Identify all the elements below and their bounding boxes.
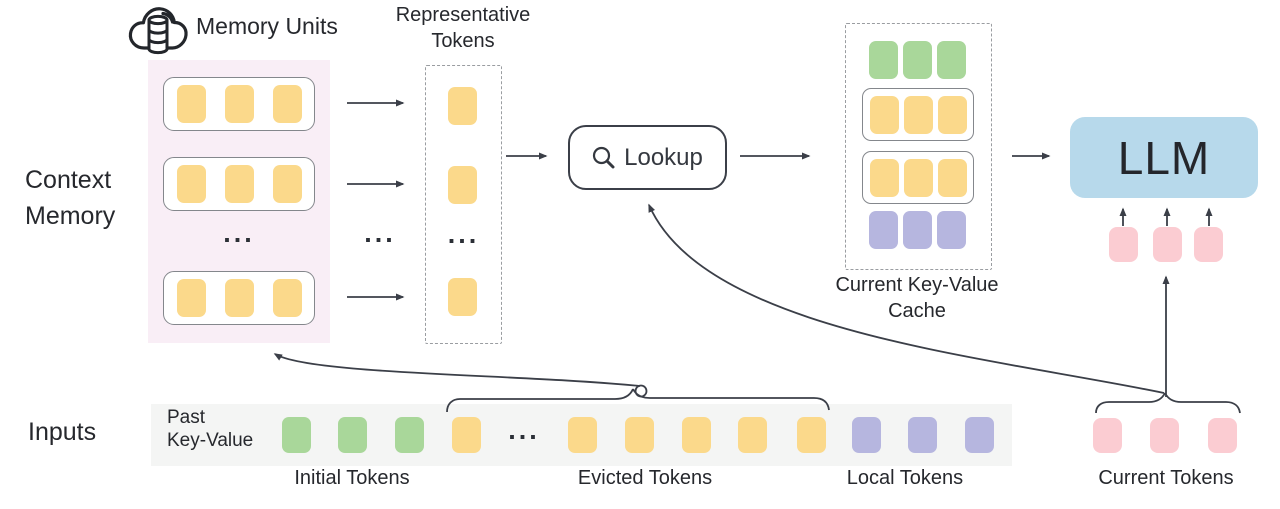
ellipsis-representative: ...	[447, 219, 480, 249]
current-kv-cache-box	[845, 23, 992, 270]
local-token	[908, 417, 937, 453]
ellipsis-memory-units: ...	[223, 218, 255, 248]
past-kv-line2: Key-Value	[167, 430, 254, 451]
caption-evicted-tokens: Evicted Tokens	[577, 467, 713, 489]
current-token	[1093, 418, 1122, 453]
cache-token-yellow	[903, 95, 933, 134]
evicted-token	[452, 417, 481, 453]
initial-token	[395, 417, 424, 453]
current-kv-cache-title: Current Key-Value Cache	[822, 272, 1012, 324]
cache-token-yellow	[937, 95, 967, 134]
cache-token-yellow	[937, 158, 967, 197]
memory-cloud-database-icon	[128, 7, 188, 55]
llm-label: LLM	[1117, 131, 1211, 184]
memory-token	[176, 279, 206, 317]
past-kv-line1: Past	[167, 407, 206, 428]
memory-token	[224, 165, 254, 203]
memory-unit	[163, 271, 315, 325]
memory-token	[224, 279, 254, 317]
representative-tokens-line1: Representative	[395, 4, 531, 26]
cache-token-purple	[868, 211, 898, 249]
llm-input-token	[1153, 227, 1182, 262]
llm-input-token	[1109, 227, 1138, 262]
past-key-value-label: Past Key-Value	[167, 406, 253, 452]
cache-title-line1: Current Key-Value	[835, 274, 999, 296]
representative-token	[448, 87, 477, 125]
cache-token-green	[902, 41, 932, 79]
initial-token	[282, 417, 311, 453]
cache-memory-unit	[862, 88, 974, 141]
cache-memory-unit	[862, 151, 974, 204]
representative-tokens-line2: Tokens	[431, 30, 495, 52]
evicted-token	[625, 417, 654, 453]
cache-token-purple	[902, 211, 932, 249]
local-token	[965, 417, 994, 453]
initial-token	[338, 417, 367, 453]
memory-token	[176, 85, 206, 123]
representative-token	[448, 278, 477, 316]
context-memory-panel: ...	[148, 60, 330, 343]
memory-unit	[163, 157, 315, 211]
evicted-token	[682, 417, 711, 453]
memory-token	[272, 85, 302, 123]
cache-token-yellow	[869, 158, 899, 197]
memory-token	[176, 165, 206, 203]
inputs-title: Inputs	[28, 418, 97, 446]
representative-tokens-title: Representative Tokens	[382, 2, 544, 54]
representative-tokens-box: ...	[425, 65, 502, 344]
context-memory-line2: Memory	[25, 202, 116, 230]
evicted-token	[738, 417, 767, 453]
cache-token-yellow	[903, 158, 933, 197]
cache-token-green	[868, 41, 898, 79]
cache-row-initial	[862, 41, 972, 79]
current-token	[1208, 418, 1237, 453]
ellipsis-evicted: ...	[508, 415, 540, 445]
cache-token-green	[936, 41, 966, 79]
llm-box: LLM	[1070, 117, 1258, 198]
memory-token	[224, 85, 254, 123]
evicted-token	[568, 417, 597, 453]
caption-initial-tokens: Initial Tokens	[294, 467, 410, 489]
evicted-token	[797, 417, 826, 453]
cache-token-purple	[936, 211, 966, 249]
local-token	[852, 417, 881, 453]
context-memory-title: Context Memory	[25, 162, 115, 234]
cache-title-line2: Cache	[888, 300, 946, 322]
memory-units-title: Memory Units	[196, 13, 338, 39]
memory-unit	[163, 77, 315, 131]
cache-row-local	[862, 211, 972, 249]
caption-local-tokens: Local Tokens	[846, 467, 964, 489]
caption-current-tokens: Current Tokens	[1098, 467, 1234, 489]
llm-input-token	[1194, 227, 1223, 262]
memory-token	[272, 165, 302, 203]
memory-token	[272, 279, 302, 317]
context-memory-line1: Context	[25, 166, 112, 194]
search-icon	[593, 146, 615, 169]
cache-token-yellow	[869, 95, 899, 134]
representative-token	[448, 166, 477, 204]
current-token	[1150, 418, 1179, 453]
ellipsis-arrows: ...	[364, 218, 396, 248]
lookup-button[interactable]: Lookup	[568, 125, 727, 190]
lookup-label: Lookup	[624, 143, 703, 171]
